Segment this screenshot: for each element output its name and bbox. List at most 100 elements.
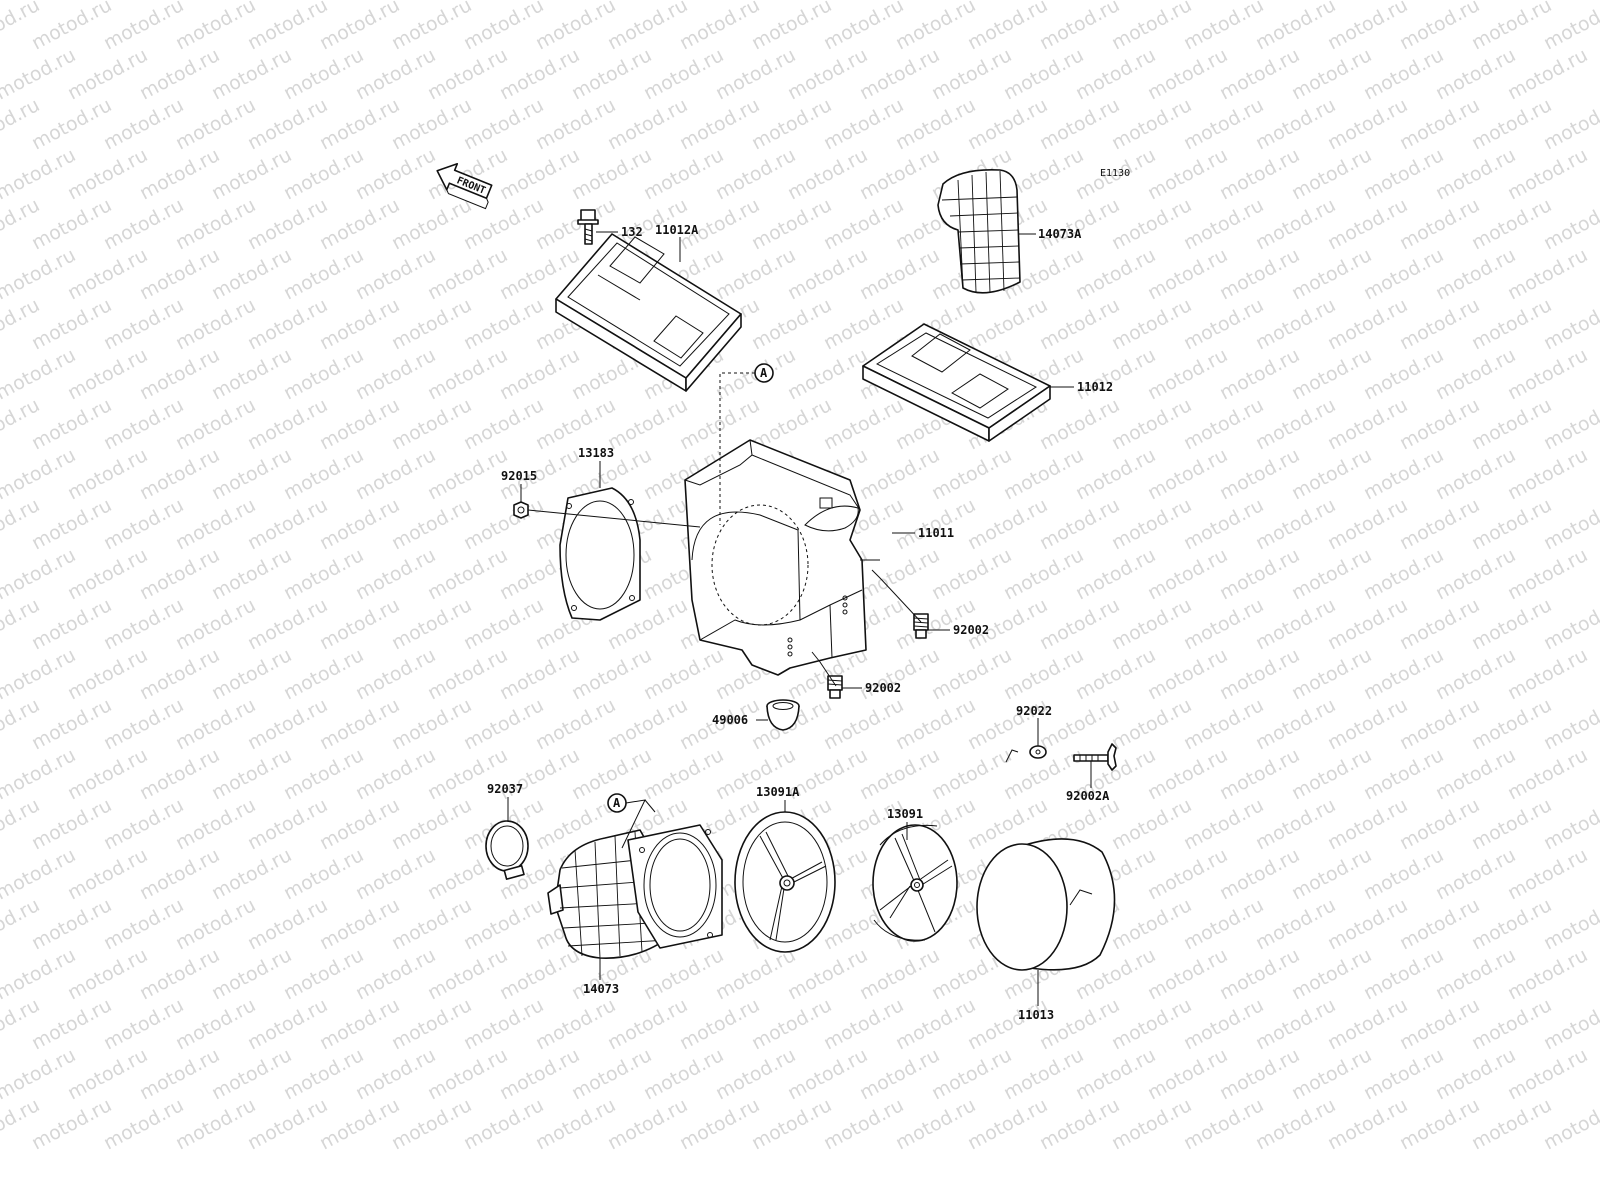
- watermark-text: motod.ru: [892, 94, 979, 154]
- watermark-text: motod.ru: [1180, 1094, 1267, 1154]
- watermark-text: motod.ru: [1324, 994, 1411, 1054]
- watermark-text: motod.ru: [1000, 444, 1087, 504]
- watermark-text: motod.ru: [640, 144, 727, 204]
- clamp-92037: [485, 820, 529, 880]
- watermark-text: motod.ru: [1324, 694, 1411, 754]
- watermark-text: motod.ru: [1216, 144, 1303, 204]
- watermark-text: motod.ru: [1144, 144, 1231, 204]
- watermark-text: motod.ru: [1468, 294, 1555, 354]
- watermark-text: motod.ru: [172, 94, 259, 154]
- watermark-text: motod.ru: [1396, 494, 1483, 554]
- watermark-text: motod.ru: [424, 944, 511, 1004]
- watermark-text: motod.ru: [1432, 844, 1519, 904]
- watermark-text: motod.ru: [28, 294, 115, 354]
- watermark-text: motod.ru: [928, 444, 1015, 504]
- watermark-text: motod.ru: [1324, 194, 1411, 254]
- watermark-text: motod.ru: [1360, 944, 1447, 1004]
- watermark-text: motod.ru: [64, 744, 151, 804]
- watermark-text: motod.ru: [1432, 44, 1519, 104]
- watermark-text: motod.ru: [388, 894, 475, 954]
- watermark-text: motod.ru: [1288, 844, 1375, 904]
- watermark-text: motod.ru: [1432, 744, 1519, 804]
- watermark-text: motod.ru: [208, 544, 295, 604]
- watermark-text: motod.ru: [1216, 544, 1303, 604]
- watermark-text: motod.ru: [1324, 594, 1411, 654]
- watermark-text: motod.ru: [1108, 594, 1195, 654]
- watermark-text: motod.ru: [244, 294, 331, 354]
- watermark-text: motod.ru: [1468, 194, 1555, 254]
- watermark-text: motod.ru: [1288, 444, 1375, 504]
- nut-92015: [513, 501, 529, 519]
- watermark-text: motod.ru: [1468, 494, 1555, 554]
- watermark-text: motod.ru: [712, 944, 799, 1004]
- watermark-text: motod.ru: [1360, 1044, 1447, 1104]
- watermark-text: motod.ru: [1252, 594, 1339, 654]
- watermark-text: motod.ru: [208, 1044, 295, 1104]
- watermark-text: motod.ru: [64, 944, 151, 1004]
- watermark-text: motod.ru: [856, 944, 943, 1004]
- watermark-text: motod.ru: [136, 144, 223, 204]
- watermark-text: motod.ru: [1072, 344, 1159, 404]
- watermark-text: motod.ru: [244, 194, 331, 254]
- watermark-text: motod.ru: [100, 694, 187, 754]
- front-arrow-shape: [436, 162, 493, 200]
- bolt-92002-lower: [827, 675, 843, 699]
- watermark-text: motod.ru: [1468, 94, 1555, 154]
- watermark-text: motod.ru: [172, 194, 259, 254]
- watermark-text: motod.ru: [100, 594, 187, 654]
- watermark-text: motod.ru: [388, 1094, 475, 1154]
- watermark-text: motod.ru: [1504, 144, 1591, 204]
- watermark-text: motod.ru: [424, 344, 511, 404]
- watermark-text: motod.ru: [1288, 944, 1375, 1004]
- callout-14073: 14073: [583, 982, 619, 996]
- watermark-text: motod.ru: [892, 494, 979, 554]
- callout-14073a: 14073A: [1038, 227, 1082, 241]
- watermark-text: motod.ru: [388, 394, 475, 454]
- watermark-text: motod.ru: [28, 194, 115, 254]
- watermark-text: motod.ru: [1288, 344, 1375, 404]
- watermark-text: motod.ru: [244, 894, 331, 954]
- watermark-text: motod.ru: [1468, 794, 1555, 854]
- watermark-text: motod.ru: [532, 0, 619, 54]
- watermark-text: motod.ru: [1108, 994, 1195, 1054]
- watermark-text: motod.ru: [352, 844, 439, 904]
- watermark-text: motod.ru: [352, 544, 439, 604]
- watermark-text: motod.ru: [1108, 0, 1195, 54]
- watermark-text: motod.ru: [1396, 594, 1483, 654]
- callout-92002-lower: 92002: [865, 681, 901, 695]
- watermark-text: motod.ru: [424, 1044, 511, 1104]
- watermark-text: motod.ru: [1396, 694, 1483, 754]
- watermark-text: motod.ru: [388, 594, 475, 654]
- watermark-text: motod.ru: [28, 0, 115, 54]
- watermark-text: motod.ru: [244, 794, 331, 854]
- watermark-text: motod.ru: [1144, 744, 1231, 804]
- watermark-text: motod.ru: [208, 744, 295, 804]
- watermark-text: motod.ru: [460, 1094, 547, 1154]
- watermark-text: motod.ru: [64, 444, 151, 504]
- watermark-text: motod.ru: [136, 944, 223, 1004]
- watermark-text: motod.ru: [100, 794, 187, 854]
- watermark-text: motod.ru: [1180, 894, 1267, 954]
- watermark-text: motod.ru: [1396, 1094, 1483, 1154]
- watermark-text: motod.ru: [316, 794, 403, 854]
- watermark-text: motod.ru: [316, 0, 403, 54]
- watermark-text: motod.ru: [460, 694, 547, 754]
- watermark-text: motod.ru: [1432, 244, 1519, 304]
- watermark-text: motod.ru: [316, 1094, 403, 1154]
- watermark-text: motod.ru: [1324, 294, 1411, 354]
- watermark-text: motod.ru: [136, 844, 223, 904]
- watermark-text: motod.ru: [316, 494, 403, 554]
- watermark-text: motod.ru: [1396, 294, 1483, 354]
- watermark-text: motod.ru: [280, 244, 367, 304]
- watermark-text: motod.ru: [244, 694, 331, 754]
- watermark-text: motod.ru: [820, 0, 907, 54]
- watermark-text: motod.ru: [1144, 944, 1231, 1004]
- watermark-text: motod.ru: [856, 144, 943, 204]
- watermark-text: motod.ru: [640, 44, 727, 104]
- watermark-text: motod.ru: [1180, 694, 1267, 754]
- watermark-text: motod.ru: [1504, 944, 1591, 1004]
- watermark-text: motod.ru: [136, 544, 223, 604]
- watermark-text: motod.ru: [244, 0, 331, 54]
- watermark-text: motod.ru: [388, 694, 475, 754]
- watermark-text: motod.ru: [748, 94, 835, 154]
